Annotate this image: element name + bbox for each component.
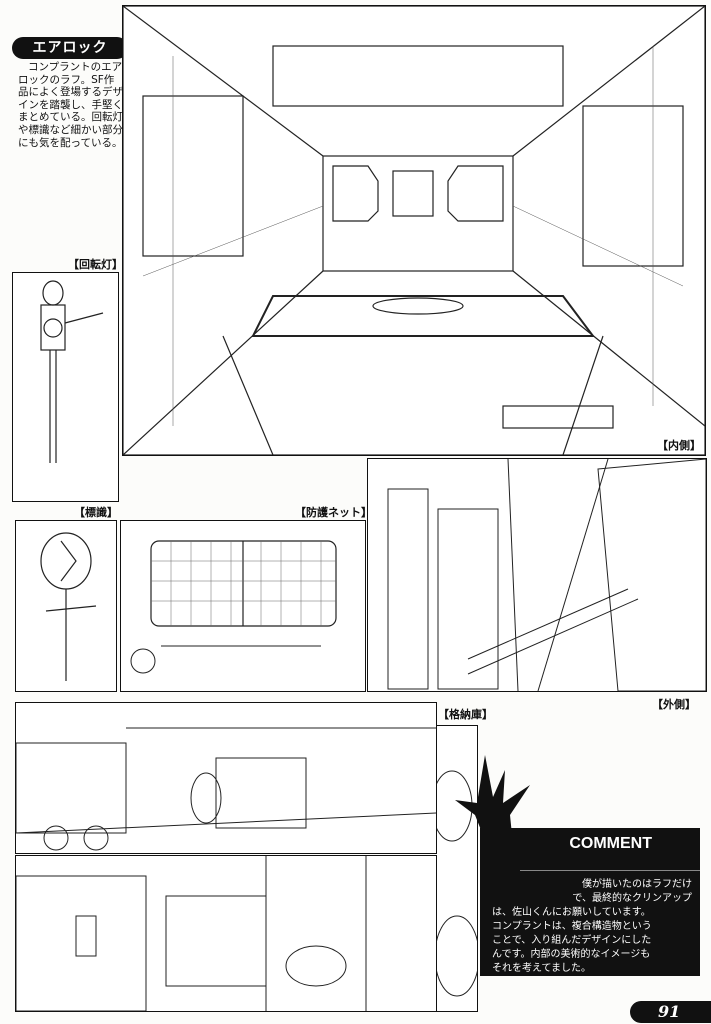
- label-inner: 【内側】: [657, 439, 701, 452]
- label-hangar: 【格納庫】: [438, 708, 493, 721]
- intro-text: コンプラントのエア ロックのラフ。SF作 品によく登場するデザ インを踏襲し、手…: [18, 61, 136, 149]
- sign-sketch: [15, 520, 117, 692]
- comment-line: ことで、入り組んだデザインにした: [492, 935, 652, 946]
- comment-line: それを考えてました。: [492, 963, 591, 974]
- label-rotating-light: 【回転灯】: [68, 258, 123, 271]
- interior-line-art: [123, 6, 705, 455]
- label-sign: 【標識】: [74, 506, 118, 519]
- net-line-art: [130, 540, 337, 674]
- section-title-badge: エアロック: [12, 37, 128, 59]
- comment-line: コンプラントは、複合構造物という: [492, 921, 652, 932]
- hangar-sketch-bottom: [15, 855, 437, 1012]
- comment-divider: [520, 870, 700, 871]
- intro-line: 品によく登場するデザ: [18, 86, 123, 99]
- sign-line-art: [40, 532, 97, 681]
- comment-heading: COMMENT: [569, 835, 652, 852]
- hangar-bottom-line-art: [16, 856, 367, 1011]
- intro-line: インを踏襲し、手堅く: [18, 98, 123, 111]
- intro-line: にも気を配っている。: [18, 136, 123, 149]
- comment-line: んです。内部の美術的なイメージも: [492, 949, 651, 960]
- comment-line: は、佐山くんにお願いしています。: [492, 907, 651, 918]
- hangar-top-line-art: [16, 727, 436, 851]
- rotating-light-line-art: [40, 280, 104, 463]
- comment-line: で、最終的なクリンアップ: [572, 893, 692, 904]
- hangar-sketch-right: [437, 725, 478, 1012]
- page-number: 91: [630, 1001, 711, 1023]
- protective-net-sketch: [120, 520, 366, 692]
- intro-line: まとめている。回転灯: [18, 111, 123, 124]
- intro-line: や標識など細かい部分: [18, 123, 123, 136]
- rotating-light-sketch: [12, 272, 119, 502]
- comment-box: COMMENT 僕が描いたのはラフだけ で、最終的なクリンアップ は、佐山くんに…: [480, 828, 700, 976]
- label-protective-net: 【防護ネット】: [295, 506, 372, 519]
- airlock-interior-sketch: 【内側】: [122, 5, 706, 456]
- exterior-line-art: [387, 459, 706, 691]
- hangar-sketch-top: [15, 702, 437, 854]
- comment-line: 僕が描いたのはラフだけ: [582, 879, 692, 890]
- comment-text: 僕が描いたのはラフだけ で、最終的なクリンアップ は、佐山くんにお願いしています…: [492, 878, 692, 976]
- intro-line: コンプラントのエア: [28, 61, 123, 73]
- airlock-exterior-sketch: [367, 458, 707, 692]
- intro-line: ロックのラフ。SF作: [18, 73, 115, 86]
- label-outer: 【外側】: [652, 698, 696, 711]
